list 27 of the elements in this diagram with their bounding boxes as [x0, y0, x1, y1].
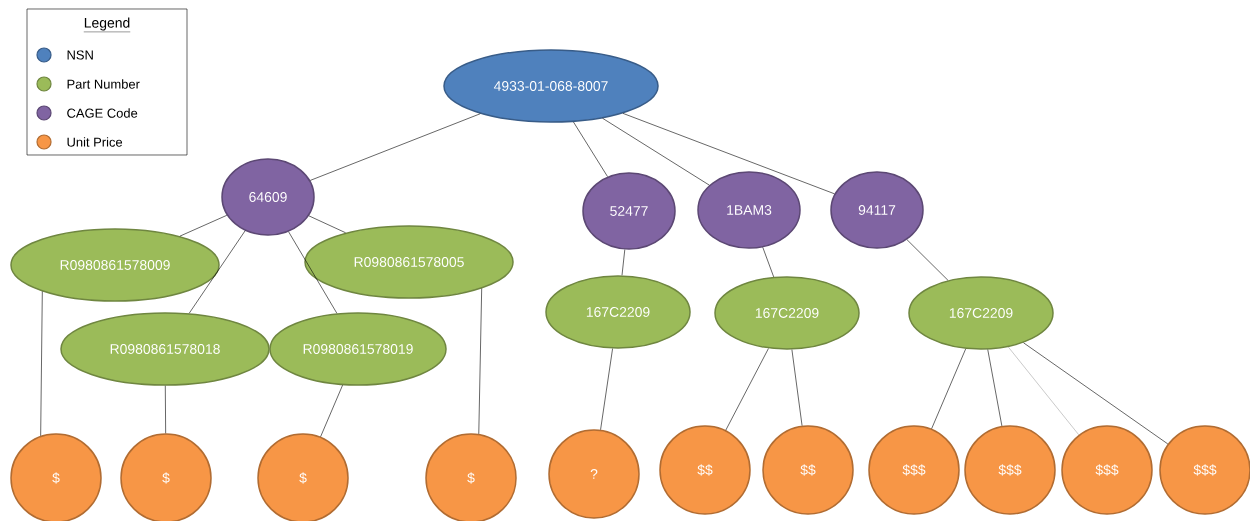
connector-line: [320, 384, 343, 437]
connector-line: [600, 348, 613, 430]
connector-line: [179, 215, 228, 237]
connector-line: [288, 231, 338, 314]
legend-label: Unit Price: [67, 137, 123, 147]
legend-label: NSN: [67, 50, 93, 60]
connector-line: [308, 215, 346, 234]
connector-line: [602, 117, 710, 186]
connector-line: [987, 349, 1003, 427]
connector-line: [621, 249, 626, 276]
connector-line: [573, 121, 608, 177]
connector-line: [309, 113, 481, 181]
connector-line: [791, 349, 803, 426]
connector-line: [622, 113, 835, 195]
connector-line: [1023, 342, 1169, 445]
legend-label: CAGE Code: [67, 108, 138, 118]
connector-line: [725, 348, 769, 431]
connector-line: [931, 348, 966, 429]
connector-line: [478, 288, 482, 435]
connector-line: [762, 247, 774, 278]
legend-label: Part Number: [67, 79, 140, 89]
connector-line: [165, 385, 166, 434]
connector-line: [1008, 346, 1080, 436]
legend-title: Legend: [83, 17, 131, 33]
connector-line: [188, 230, 246, 314]
connector-line: [40, 291, 43, 437]
connector-line: [906, 239, 949, 281]
